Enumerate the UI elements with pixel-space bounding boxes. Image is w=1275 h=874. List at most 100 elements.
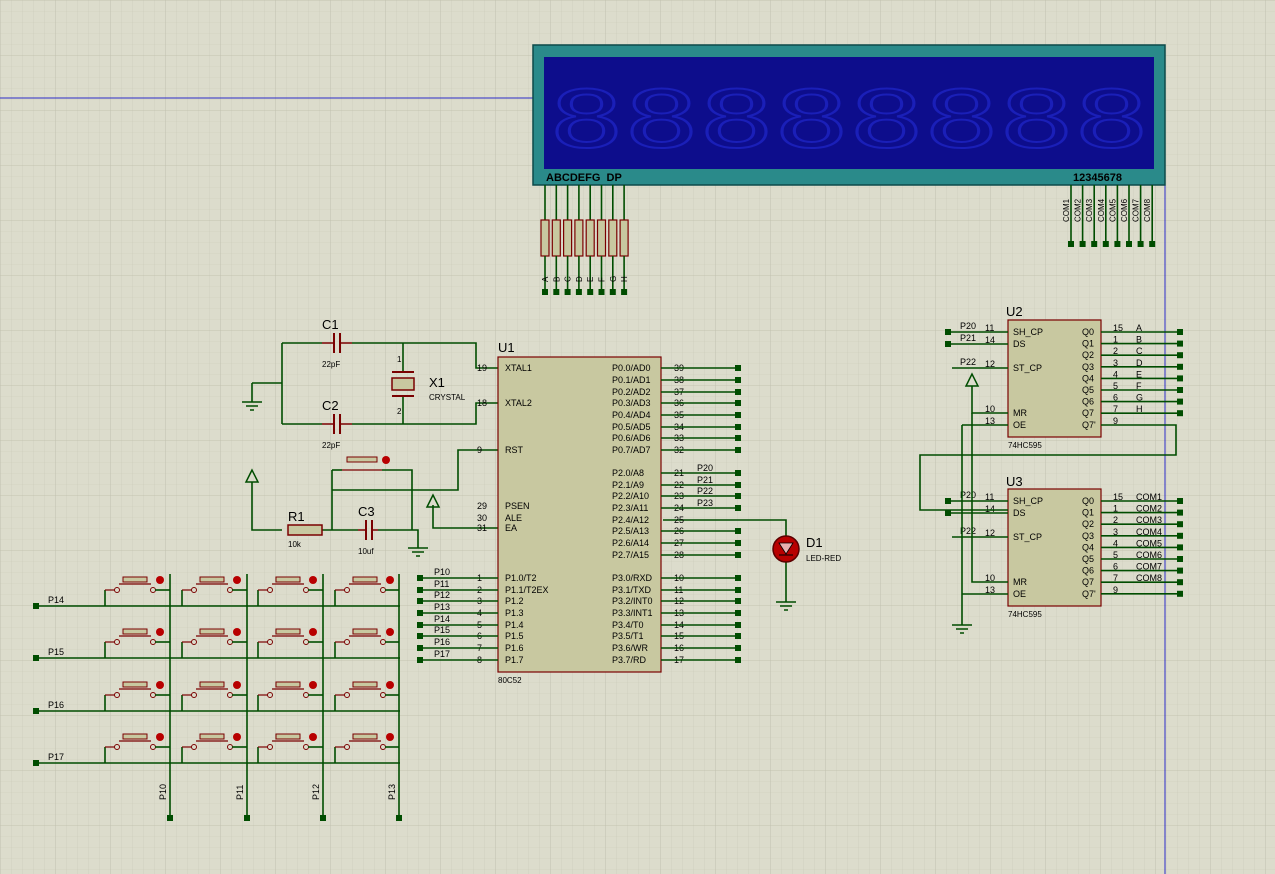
terminal[interactable]: [320, 815, 326, 821]
keypad-button[interactable]: [334, 628, 399, 658]
segment-resistor[interactable]: [540, 219, 550, 257]
keypad-button[interactable]: [257, 576, 323, 606]
terminal[interactable]: [735, 610, 741, 616]
segment-resistor[interactable]: [608, 219, 618, 257]
segment-resistor[interactable]: [619, 219, 629, 257]
terminal[interactable]: [735, 377, 741, 383]
terminal[interactable]: [621, 289, 628, 295]
terminal[interactable]: [735, 412, 741, 418]
terminal[interactable]: [417, 610, 423, 616]
terminal[interactable]: [735, 400, 741, 406]
terminal[interactable]: [417, 622, 423, 628]
terminal[interactable]: [1177, 590, 1183, 597]
terminal[interactable]: [1177, 532, 1183, 539]
terminal[interactable]: [735, 575, 741, 581]
terminal[interactable]: [1177, 340, 1183, 347]
keypad-button[interactable]: [181, 681, 247, 711]
terminal[interactable]: [1079, 241, 1086, 247]
terminal[interactable]: [1177, 521, 1183, 528]
segment-resistor[interactable]: [562, 219, 573, 257]
terminal[interactable]: [735, 587, 741, 593]
terminal[interactable]: [1177, 556, 1183, 562]
terminal[interactable]: [1177, 544, 1183, 551]
terminal[interactable]: [564, 289, 571, 295]
terminal[interactable]: [1177, 509, 1183, 516]
terminal[interactable]: [167, 815, 173, 821]
terminal[interactable]: [609, 289, 616, 295]
terminal[interactable]: [735, 389, 741, 395]
keypad-button[interactable]: [181, 628, 247, 658]
terminal[interactable]: [735, 470, 741, 476]
keypad-button[interactable]: [104, 576, 170, 606]
capacitor-c2[interactable]: C2 22pF: [322, 398, 352, 450]
keypad-button[interactable]: [181, 733, 247, 763]
terminal[interactable]: [1177, 363, 1183, 370]
terminal[interactable]: [553, 289, 560, 295]
segment-resistor[interactable]: [596, 219, 607, 257]
terminal[interactable]: [735, 435, 741, 441]
terminal[interactable]: [417, 657, 423, 663]
terminal[interactable]: [417, 575, 423, 581]
keypad-button[interactable]: [104, 628, 170, 658]
terminal[interactable]: [1149, 241, 1156, 247]
segment-resistor[interactable]: [574, 219, 584, 257]
terminal[interactable]: [1177, 498, 1183, 504]
keypad-button[interactable]: [257, 681, 323, 711]
terminal[interactable]: [598, 289, 605, 295]
terminal[interactable]: [735, 424, 741, 430]
terminal[interactable]: [33, 708, 39, 714]
terminal[interactable]: [1177, 410, 1183, 417]
segment-resistor[interactable]: [585, 219, 595, 257]
terminal[interactable]: [1137, 241, 1144, 247]
keypad-button[interactable]: [257, 628, 323, 658]
keypad-button[interactable]: [334, 681, 399, 711]
capacitor-c3[interactable]: C3 10uf: [358, 504, 378, 556]
terminal[interactable]: [417, 587, 423, 593]
terminal[interactable]: [1068, 241, 1074, 247]
terminal[interactable]: [945, 498, 951, 504]
terminal[interactable]: [735, 622, 741, 628]
terminal[interactable]: [735, 365, 741, 371]
terminal[interactable]: [735, 505, 741, 511]
segment-resistor[interactable]: [551, 219, 561, 257]
terminal[interactable]: [1177, 375, 1183, 382]
terminal[interactable]: [542, 289, 548, 295]
terminal[interactable]: [735, 645, 741, 651]
terminal[interactable]: [1177, 579, 1183, 586]
keypad-button[interactable]: [181, 576, 247, 606]
terminal[interactable]: [735, 528, 741, 534]
terminal[interactable]: [1177, 398, 1183, 405]
terminal[interactable]: [244, 815, 250, 821]
terminal[interactable]: [735, 657, 741, 663]
terminal[interactable]: [1177, 329, 1183, 335]
terminal[interactable]: [417, 645, 423, 651]
terminal[interactable]: [1177, 387, 1183, 393]
terminal[interactable]: [33, 655, 39, 661]
terminal[interactable]: [1114, 241, 1121, 247]
terminal[interactable]: [1126, 241, 1132, 247]
terminal[interactable]: [417, 598, 423, 604]
terminal[interactable]: [735, 447, 741, 453]
keypad-button[interactable]: [104, 733, 170, 763]
keypad-button[interactable]: [334, 733, 399, 763]
terminal[interactable]: [735, 552, 741, 558]
terminal[interactable]: [1102, 241, 1109, 247]
terminal[interactable]: [735, 482, 741, 488]
terminal[interactable]: [735, 493, 741, 499]
keypad-button[interactable]: [257, 733, 323, 763]
terminal[interactable]: [945, 510, 951, 516]
terminal[interactable]: [945, 329, 951, 335]
keypad-button[interactable]: [334, 576, 399, 606]
terminal[interactable]: [587, 289, 594, 295]
terminal[interactable]: [735, 598, 741, 604]
terminal[interactable]: [1177, 352, 1183, 359]
terminal[interactable]: [396, 815, 402, 821]
resistor-r1[interactable]: R1 10k: [287, 509, 323, 549]
crystal-x1[interactable]: 1 2 X1 CRYSTAL: [391, 355, 466, 416]
